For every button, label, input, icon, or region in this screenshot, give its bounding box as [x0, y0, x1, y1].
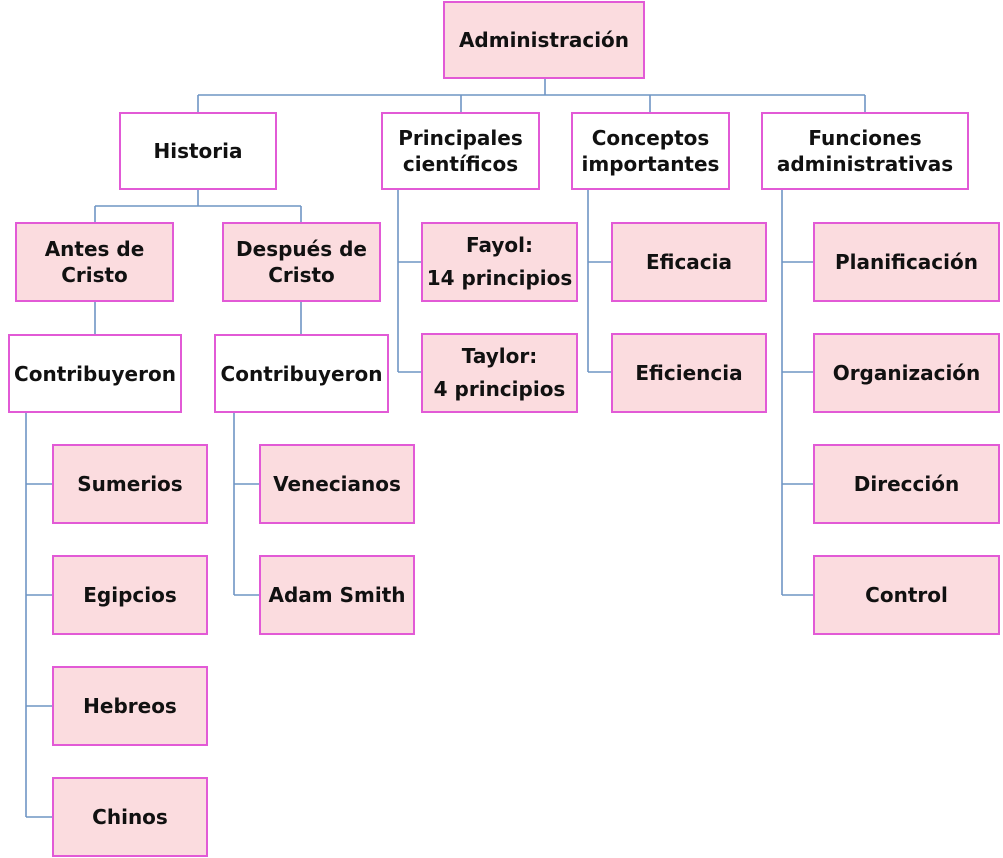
contribuyeron-despues-node: Contribuyeron [214, 334, 389, 413]
planificacion-node: Planificación [813, 222, 1000, 302]
antes-de-cristo-node: Antes de Cristo [15, 222, 174, 302]
direccion-node: Dirección [813, 444, 1000, 524]
organizacion-node: Organización [813, 333, 1000, 413]
sumerios-node: Sumerios [52, 444, 208, 524]
chinos-node: Chinos [52, 777, 208, 857]
contribuyeron-antes-node: Contribuyeron [8, 334, 182, 413]
eficacia-node: Eficacia [611, 222, 767, 302]
venecianos-node: Venecianos [259, 444, 415, 524]
control-node: Control [813, 555, 1000, 635]
eficiencia-node: Eficiencia [611, 333, 767, 413]
egipcios-node: Egipcios [52, 555, 208, 635]
fayol-node: Fayol: 14 principios [421, 222, 578, 302]
despues-de-cristo-node: Después de Cristo [222, 222, 381, 302]
hebreos-node: Hebreos [52, 666, 208, 746]
root-node: Administración [443, 1, 645, 79]
conceptos-node: Conceptos importantes [571, 112, 730, 190]
funciones-node: Funciones administrativas [761, 112, 969, 190]
adam-smith-node: Adam Smith [259, 555, 415, 635]
taylor-node: Taylor: 4 principios [421, 333, 578, 413]
historia-node: Historia [119, 112, 277, 190]
cientificos-node: Principales científicos [381, 112, 540, 190]
